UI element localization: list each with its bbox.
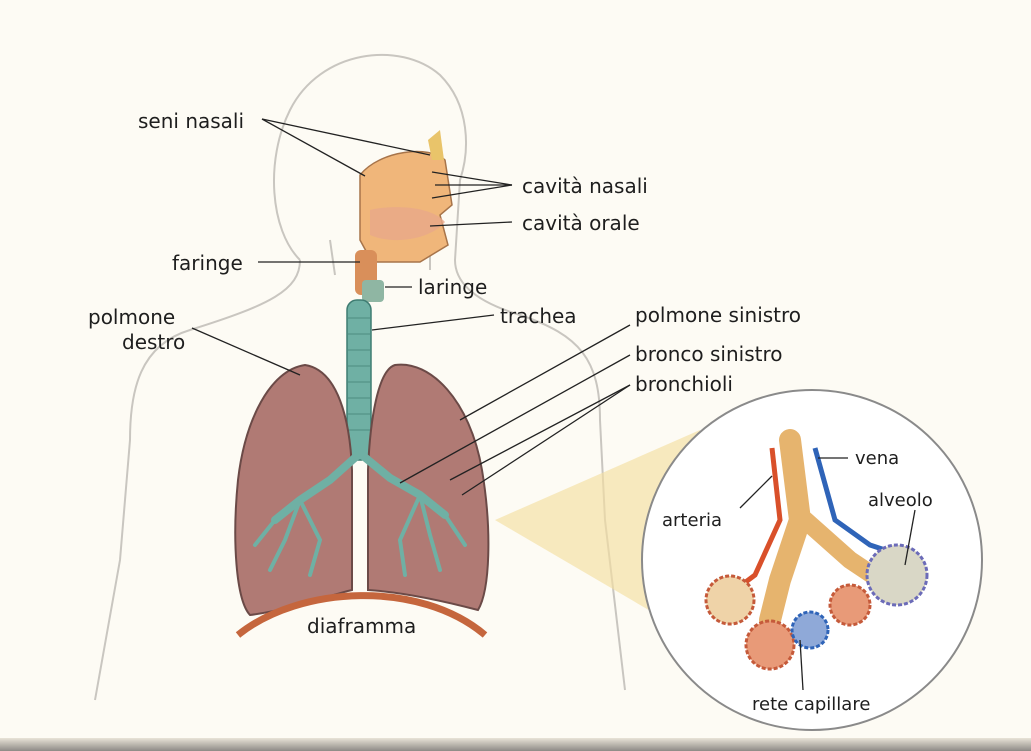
label-laringe: laringe [418,276,487,298]
label-faringe: faringe [172,252,243,274]
label-bronco-sinistro: bronco sinistro [635,343,782,365]
label-arteria: arteria [662,510,722,532]
left-lung [368,365,488,610]
nasal-cavity [360,152,452,262]
label-polmone-destro-2: destro [122,331,185,353]
right-lung [235,365,352,615]
zoom-circle [642,390,982,730]
label-seni-nasali: seni nasali [138,110,244,132]
label-diaframma: diaframma [307,615,416,637]
label-trachea: trachea [500,305,577,327]
page-bottom-edge [0,738,1031,751]
label-bronchioli: bronchioli [635,373,733,395]
label-cavita-orale: cavità orale [522,212,640,234]
label-vena: vena [855,448,899,470]
label-alveolo: alveolo [868,490,933,512]
label-cavita-nasali: cavità nasali [522,175,648,197]
trachea-tube [347,300,371,460]
label-polmone-destro-1: polmone [88,306,175,328]
label-rete-capillare: rete capillare [752,694,870,716]
larynx-shape [362,280,384,302]
label-polmone-sinistro: polmone sinistro [635,304,801,326]
